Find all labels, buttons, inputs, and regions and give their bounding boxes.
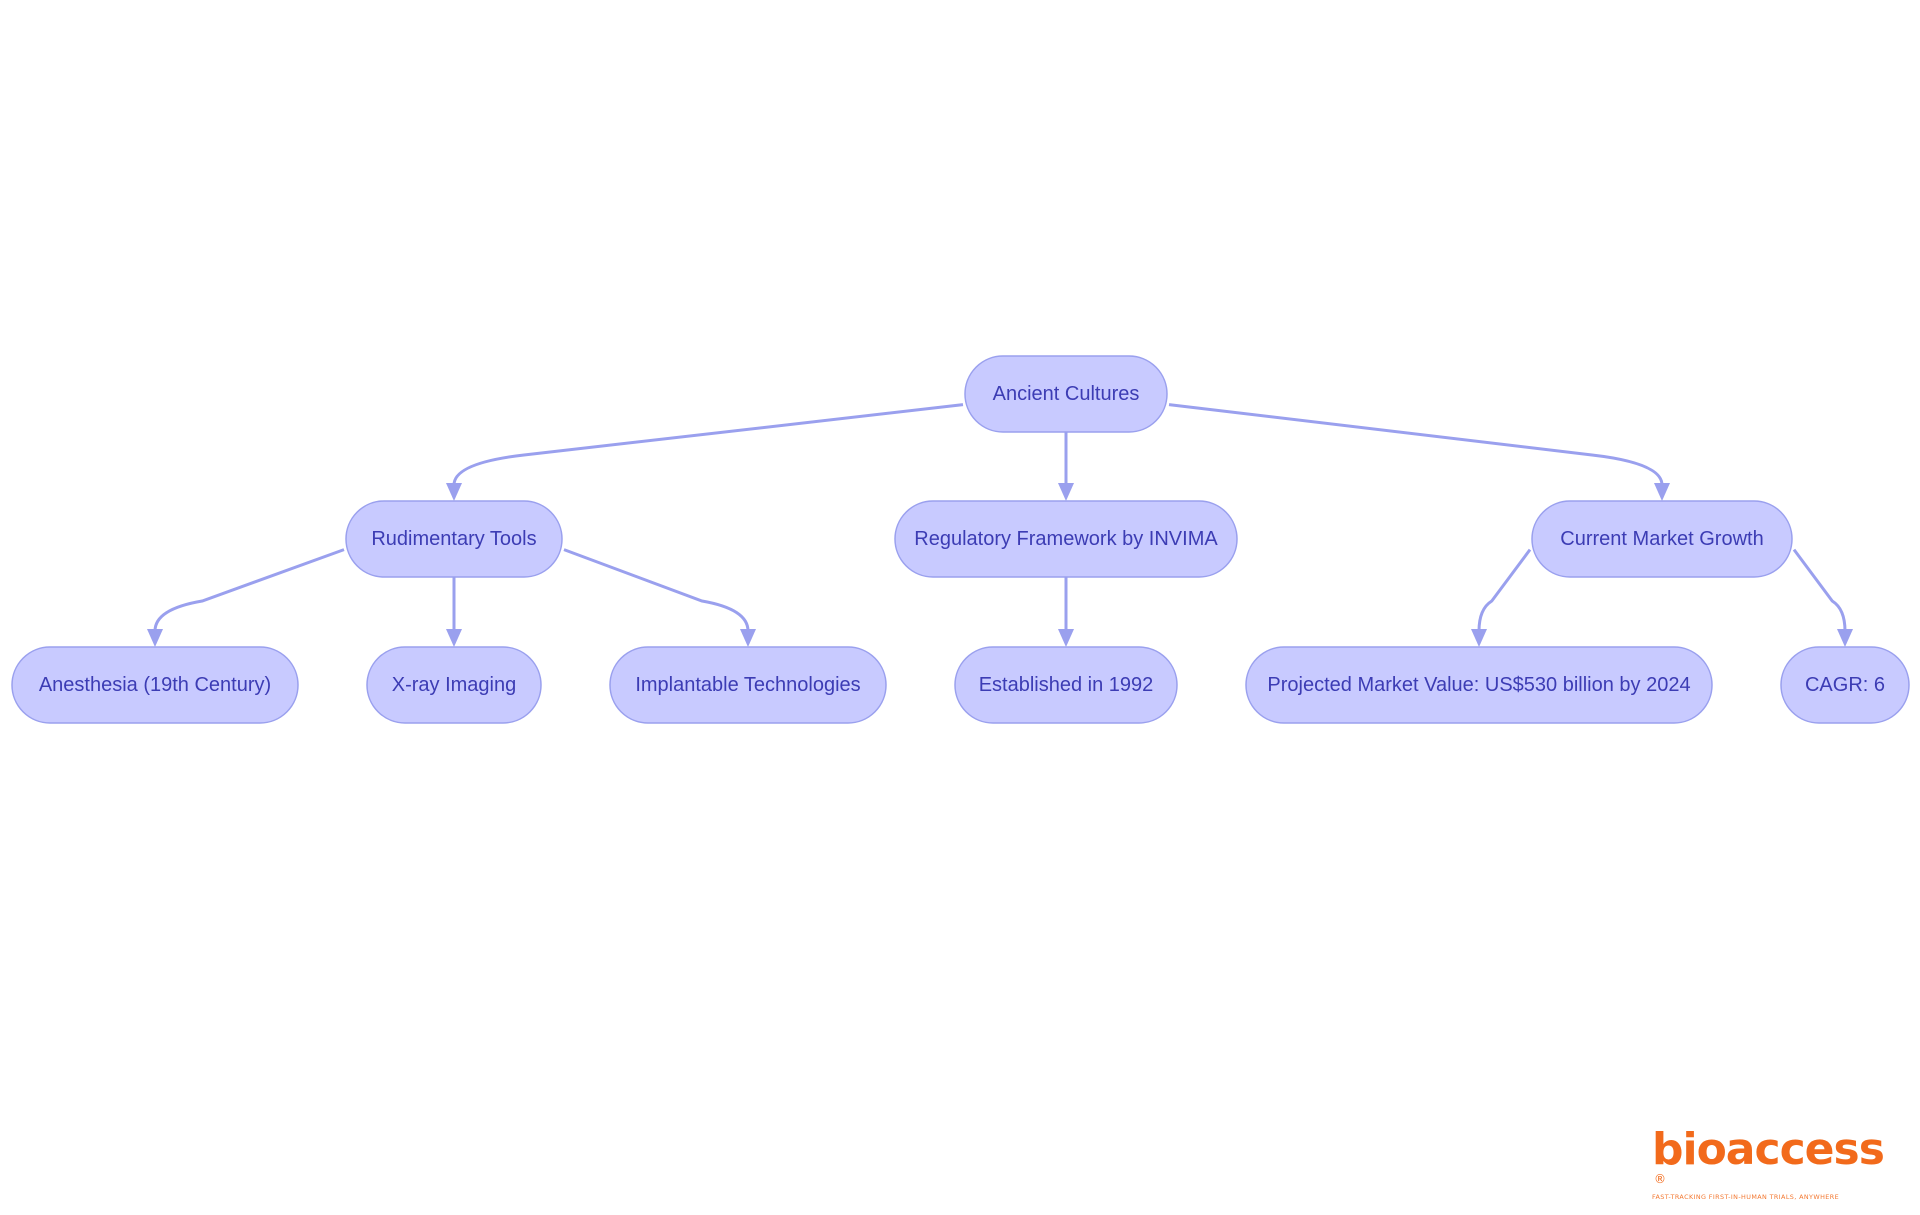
- node-shape: [1780, 646, 1910, 724]
- arrowhead-icon: [446, 483, 462, 501]
- node-implantable-technologies: Implantable Technologies: [609, 646, 887, 724]
- arrowhead-icon: [1058, 629, 1074, 647]
- bioaccess-logo: bioaccess® FAST-TRACKING FIRST-IN-HUMAN …: [1652, 1128, 1885, 1202]
- arrowhead-icon: [147, 629, 163, 647]
- node-anesthesia: Anesthesia (19th Century): [11, 646, 299, 724]
- edge-line: [452, 403, 964, 486]
- arrowhead-icon: [740, 629, 756, 647]
- edge-line: [563, 548, 750, 632]
- edge-line: [153, 548, 345, 632]
- edge-rudimentary-tools-to-implantable-technologies: [563, 548, 756, 647]
- edge-regulatory-framework-to-established-1992: [1058, 577, 1074, 647]
- edge-line: [1477, 548, 1532, 632]
- node-label: CAGR: 6: [1805, 674, 1885, 696]
- node-ancient-cultures: Ancient Cultures: [964, 355, 1168, 433]
- edge-current-market-growth-to-projected-market-value: [1471, 548, 1532, 647]
- edge-ancient-cultures-to-current-market-growth: [1168, 403, 1670, 501]
- node-shape: [954, 646, 1178, 724]
- edge-line: [1168, 403, 1664, 486]
- node-label: Implantable Technologies: [635, 674, 860, 696]
- registered-mark: ®: [1654, 1172, 1666, 1186]
- logo-wordmark: bioaccess: [1652, 1124, 1885, 1175]
- node-label: Anesthesia (19th Century): [39, 674, 271, 696]
- node-xray-imaging: X-ray Imaging: [366, 646, 542, 724]
- node-shape: [345, 500, 563, 578]
- node-rudimentary-tools: Rudimentary Tools: [345, 500, 563, 578]
- node-cagr: CAGR: 6: [1780, 646, 1910, 724]
- node-shape: [1531, 500, 1793, 578]
- edges-layer: [147, 403, 1853, 647]
- arrowhead-icon: [1654, 483, 1670, 501]
- node-regulatory-framework: Regulatory Framework by INVIMA: [894, 500, 1238, 578]
- edge-line: [1792, 548, 1847, 632]
- node-label: Projected Market Value: US$530 billion b…: [1267, 674, 1690, 696]
- edge-rudimentary-tools-to-xray-imaging: [446, 577, 462, 647]
- edge-ancient-cultures-to-regulatory-framework: [1058, 432, 1074, 501]
- node-label: Rudimentary Tools: [371, 528, 536, 550]
- logo-tagline: FAST-TRACKING FIRST-IN-HUMAN TRIALS, ANY…: [1652, 1193, 1840, 1201]
- node-projected-market-value: Projected Market Value: US$530 billion b…: [1245, 646, 1713, 724]
- edge-current-market-growth-to-cagr: [1792, 548, 1853, 647]
- node-shape: [11, 646, 299, 724]
- node-established-1992: Established in 1992: [954, 646, 1178, 724]
- edge-rudimentary-tools-to-anesthesia: [147, 548, 345, 647]
- node-label: Regulatory Framework by INVIMA: [914, 528, 1218, 550]
- arrowhead-icon: [1837, 629, 1853, 647]
- edge-ancient-cultures-to-rudimentary-tools: [446, 403, 964, 501]
- arrowhead-icon: [446, 629, 462, 647]
- node-shape: [894, 500, 1238, 578]
- node-shape: [366, 646, 542, 724]
- node-label: Established in 1992: [979, 674, 1154, 696]
- arrowhead-icon: [1471, 629, 1487, 647]
- node-current-market-growth: Current Market Growth: [1531, 500, 1793, 578]
- node-label: Current Market Growth: [1560, 528, 1763, 550]
- node-label: X-ray Imaging: [392, 674, 517, 696]
- arrowhead-icon: [1058, 483, 1074, 501]
- node-shape: [964, 355, 1168, 433]
- node-label: Ancient Cultures: [993, 383, 1140, 405]
- node-shape: [609, 646, 887, 724]
- node-shape: [1245, 646, 1713, 724]
